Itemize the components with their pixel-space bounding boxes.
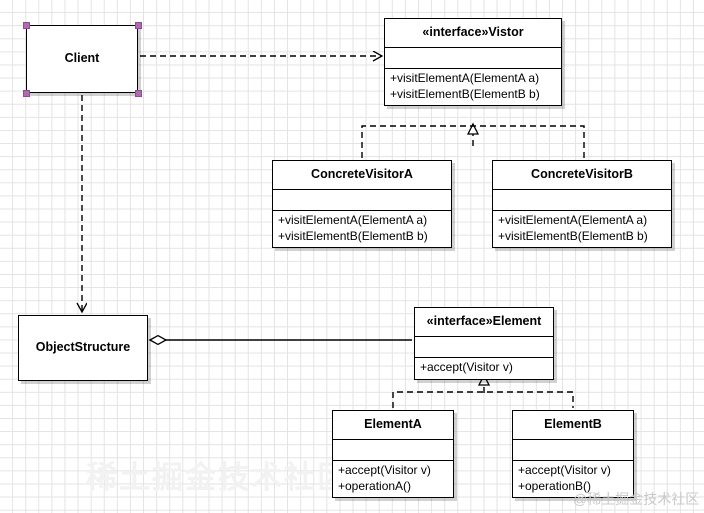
selection-handle-top-right[interactable] [135, 22, 142, 29]
compartment-separator [415, 335, 553, 337]
class-name-element-b: ElementB [544, 417, 602, 431]
compartment-separator [333, 459, 453, 461]
class-box-element[interactable]: «interface»Element +accept(Visitor v) [414, 307, 554, 380]
attributes-compartment-element [415, 337, 553, 357]
compartment-separator [333, 438, 453, 440]
operation-item: +visitElementA(ElementA a) [498, 212, 648, 227]
compartment-separator [273, 209, 451, 211]
class-box-element-b[interactable]: ElementB +accept(Visitor v) +operationB(… [512, 410, 634, 499]
selection-handle-bottom-right[interactable] [135, 90, 142, 97]
selection-handle-bottom-left[interactable] [23, 90, 30, 97]
operation-item: +visitElementB(ElementB b) [278, 228, 428, 243]
operation-item: +operationA() [338, 478, 412, 493]
class-box-visitor[interactable]: «interface»Vistor +visitElementA(Element… [384, 18, 562, 107]
class-box-concrete-visitor-b[interactable]: ConcreteVisitorB +visitElementA(ElementA… [492, 160, 672, 249]
operation-item: +visitElementB(ElementB b) [390, 86, 540, 101]
operations-compartment-element: +accept(Visitor v) [415, 358, 553, 379]
compartment-separator [493, 209, 671, 211]
class-box-object-structure[interactable]: ObjectStructure [18, 315, 148, 381]
compartment-separator [385, 46, 561, 48]
attributes-compartment-element-b [513, 440, 633, 460]
background-watermark: 稀土掘金技术社区 [86, 460, 350, 495]
class-name-element: «interface»Element [426, 314, 542, 328]
attributes-compartment-visitor [385, 48, 561, 68]
class-name-visitor: «interface»Vistor [422, 25, 524, 39]
edge-realization-bus-visitors [361, 125, 585, 158]
compartment-separator [513, 459, 633, 461]
edge-realization-bus-elements [392, 391, 574, 408]
operations-compartment-concrete-visitor-b: +visitElementA(ElementA a) +visitElement… [493, 211, 671, 248]
operation-item: +accept(Visitor v) [338, 462, 431, 477]
class-box-client[interactable]: Client [26, 25, 138, 93]
operation-item: +visitElementB(ElementB b) [498, 228, 648, 243]
operations-compartment-concrete-visitor-a: +visitElementA(ElementA a) +visitElement… [273, 211, 451, 248]
attributes-compartment-concrete-visitor-b [493, 190, 671, 210]
compartment-separator [273, 188, 451, 190]
compartment-separator [415, 356, 553, 358]
compartment-separator [493, 188, 671, 190]
operation-item: +operationB() [518, 478, 592, 493]
operations-compartment-visitor: +visitElementA(ElementA a) +visitElement… [385, 69, 561, 106]
compartment-separator [385, 67, 561, 69]
class-box-concrete-visitor-a[interactable]: ConcreteVisitorA +visitElementA(ElementA… [272, 160, 452, 249]
operation-item: +visitElementA(ElementA a) [278, 212, 428, 227]
corner-watermark: @稀土掘金技术社区 [573, 491, 700, 507]
class-name-element-a: ElementA [364, 417, 422, 431]
class-name-client: Client [64, 51, 100, 66]
operation-item: +visitElementA(ElementA a) [390, 70, 540, 85]
operation-item: +accept(Visitor v) [518, 462, 611, 477]
attributes-compartment-element-a [333, 440, 453, 460]
operations-compartment-element-a: +accept(Visitor v) +operationA() [333, 461, 453, 498]
class-box-element-a[interactable]: ElementA +accept(Visitor v) +operationA(… [332, 410, 454, 499]
class-name-concrete-visitor-b: ConcreteVisitorB [531, 167, 633, 181]
attributes-compartment-concrete-visitor-a [273, 190, 451, 210]
compartment-separator [513, 438, 633, 440]
operations-compartment-element-b: +accept(Visitor v) +operationB() [513, 461, 633, 498]
class-name-concrete-visitor-a: ConcreteVisitorA [311, 167, 413, 181]
selection-handle-top-left[interactable] [23, 22, 30, 29]
class-name-object-structure: ObjectStructure [35, 340, 131, 355]
operation-item: +accept(Visitor v) [420, 359, 513, 374]
